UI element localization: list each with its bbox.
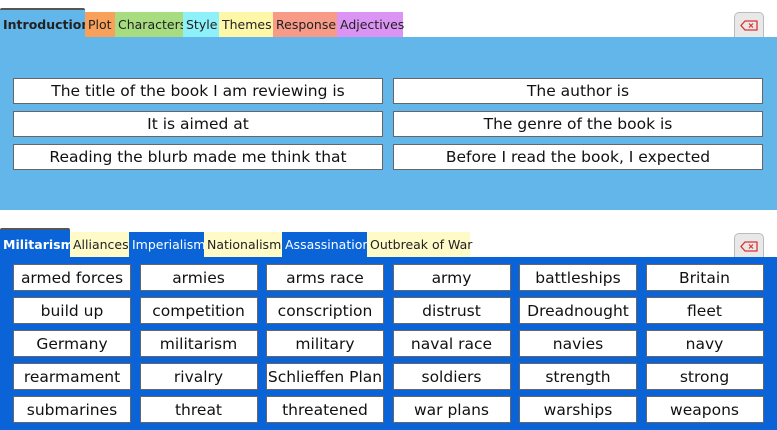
backspace-icon [740, 240, 758, 252]
word-button[interactable]: army [392, 264, 511, 291]
tab-nationalism[interactable]: Nationalism [204, 232, 282, 258]
word-button[interactable]: distrust [392, 297, 511, 324]
tab-introduction[interactable]: Introduction [0, 8, 90, 38]
word-button[interactable]: strong [645, 363, 764, 390]
tab-plot[interactable]: Plot [85, 12, 115, 38]
tab-imperialism[interactable]: Imperialism [129, 232, 205, 258]
word-button[interactable]: military [266, 330, 384, 357]
tab-themes[interactable]: Themes [219, 12, 273, 38]
backspace-icon [740, 19, 758, 31]
tab-style[interactable]: Style [183, 12, 219, 38]
phrase-button[interactable]: The title of the book I am reviewing is [13, 78, 383, 104]
word-button[interactable]: armed forces [13, 264, 131, 291]
word-button[interactable]: Dreadnought [519, 297, 637, 324]
word-button[interactable]: arms race [266, 264, 384, 291]
phrase-button[interactable]: Reading the blurb made me think that [13, 144, 383, 170]
top-panel: The title of the book I am reviewing is T… [0, 37, 777, 210]
word-button[interactable]: strength [519, 363, 637, 390]
tab-response[interactable]: Response [273, 12, 337, 38]
phrase-button[interactable]: Before I read the book, I expected [393, 144, 763, 170]
word-button[interactable]: battleships [519, 264, 637, 291]
word-button[interactable]: fleet [645, 297, 764, 324]
word-button[interactable]: rearmament [13, 363, 131, 390]
word-button[interactable]: navy [645, 330, 764, 357]
word-button[interactable]: Germany [13, 330, 131, 357]
word-button[interactable]: Schlieffen Plan [266, 363, 384, 390]
tab-militarism[interactable]: Militarism [0, 228, 74, 258]
word-button[interactable]: warships [519, 396, 637, 423]
tab-assassination[interactable]: Assassination [282, 232, 370, 258]
word-button[interactable]: naval race [392, 330, 511, 357]
tab-adjectives[interactable]: Adjectives [337, 12, 404, 38]
word-button[interactable]: militarism [139, 330, 258, 357]
tab-alliances[interactable]: Alliances [70, 232, 129, 258]
word-button[interactable]: build up [13, 297, 131, 324]
word-button[interactable]: war plans [392, 396, 511, 423]
tab-outbreak-of-war[interactable]: Outbreak of War [367, 232, 472, 258]
tab-characters[interactable]: Characters [115, 12, 186, 38]
phrase-button[interactable]: The author is [393, 78, 763, 104]
word-button[interactable]: threatened [266, 396, 384, 423]
phrase-button[interactable]: It is aimed at [13, 111, 383, 137]
word-button[interactable]: conscription [266, 297, 384, 324]
word-button[interactable]: soldiers [392, 363, 511, 390]
word-button[interactable]: weapons [645, 396, 764, 423]
word-button[interactable]: Britain [645, 264, 764, 291]
bottom-panel: armed forces armies arms race army battleshi… [0, 257, 777, 430]
bottom-delete-button[interactable] [734, 233, 764, 258]
word-button[interactable]: submarines [13, 396, 131, 423]
word-button[interactable]: threat [139, 396, 258, 423]
word-button[interactable]: navies [519, 330, 637, 357]
top-delete-button[interactable] [734, 12, 764, 37]
word-button[interactable]: rivalry [139, 363, 258, 390]
word-button[interactable]: armies [139, 264, 258, 291]
word-button[interactable]: competition [139, 297, 258, 324]
phrase-button[interactable]: The genre of the book is [393, 111, 763, 137]
